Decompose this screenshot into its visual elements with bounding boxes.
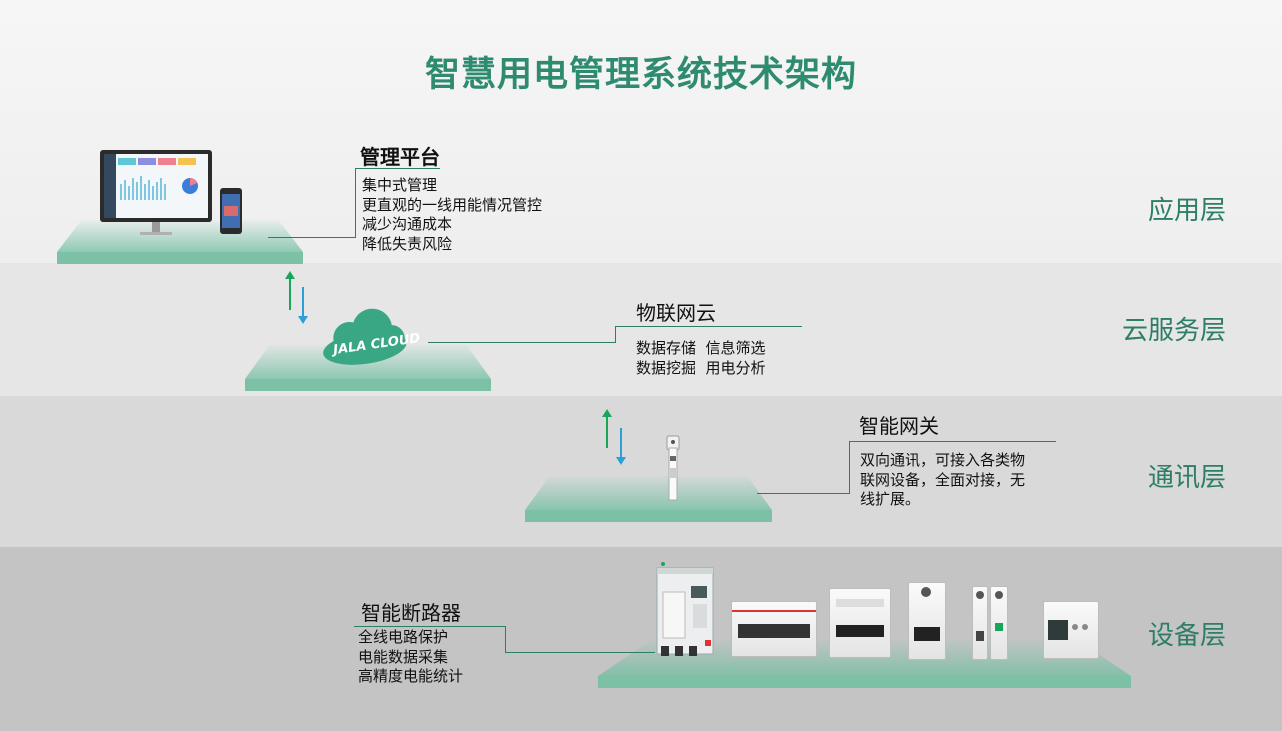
management-platform-heading: 管理平台 — [360, 145, 440, 169]
gateway-device-icon — [666, 435, 680, 501]
layer-label-device: 设备层 — [1147, 621, 1226, 651]
breaker-4p-icon — [829, 588, 891, 658]
connector-gateway-vertical — [849, 441, 850, 494]
communication-layer-band — [0, 396, 1282, 547]
arrow-down-icon — [298, 287, 308, 324]
smart-gateway-description: 双向通讯，可接入各类物 联网设备，全面对接，无 线扩展。 — [860, 451, 1026, 508]
connector-gateway-top — [849, 441, 1056, 442]
arrow-up-icon — [602, 409, 612, 448]
arrow-up-icon — [285, 271, 295, 310]
management-platform-description: 集中式管理 更直观的一线用能情况管控 减少沟通成本 降低失责风险 — [362, 176, 543, 253]
iot-cloud-description: 数据存储 信息筛选 数据挖掘 用电分析 — [636, 339, 766, 377]
layer-label-cloud: 云服务层 — [1121, 316, 1226, 346]
mccb-breaker-icon — [656, 562, 714, 656]
platform-communication — [525, 476, 772, 522]
connector-cloud-top — [615, 326, 802, 327]
connector-cloud — [428, 342, 616, 343]
connector-breaker-vertical — [505, 626, 506, 653]
platform-application — [57, 220, 303, 264]
iot-cloud-heading: 物联网云 — [636, 301, 716, 325]
connector-cloud-vertical — [615, 326, 616, 343]
connector-management — [268, 237, 356, 238]
layer-label-communication: 通讯层 — [1147, 463, 1226, 493]
connector-breaker — [505, 652, 655, 653]
breaker-2p-icon — [908, 582, 946, 660]
connector-management-top — [355, 168, 440, 169]
layer-label-application: 应用层 — [1147, 196, 1226, 226]
diagram-title: 智慧用电管理系统技术架构 — [424, 55, 857, 95]
application-layer-band — [0, 0, 1282, 263]
connector-breaker-top — [354, 626, 506, 627]
smart-breaker-heading: 智能断路器 — [361, 601, 461, 625]
cloud-icon — [323, 308, 407, 365]
energy-meter-icon — [1043, 601, 1099, 659]
monitor-phone-icon — [100, 150, 242, 235]
breaker-4p-large-icon — [731, 601, 817, 657]
breaker-1p-icon — [972, 586, 988, 660]
connector-gateway — [757, 493, 850, 494]
smart-gateway-heading: 智能网关 — [859, 414, 939, 438]
arrow-down-icon — [616, 428, 626, 465]
cloud-layer-band — [0, 263, 1282, 396]
breaker-1p-icon — [990, 586, 1008, 660]
smart-breaker-description: 全线电路保护 电能数据采集 高精度电能统计 — [358, 628, 464, 685]
connector-management-vertical — [355, 168, 356, 238]
